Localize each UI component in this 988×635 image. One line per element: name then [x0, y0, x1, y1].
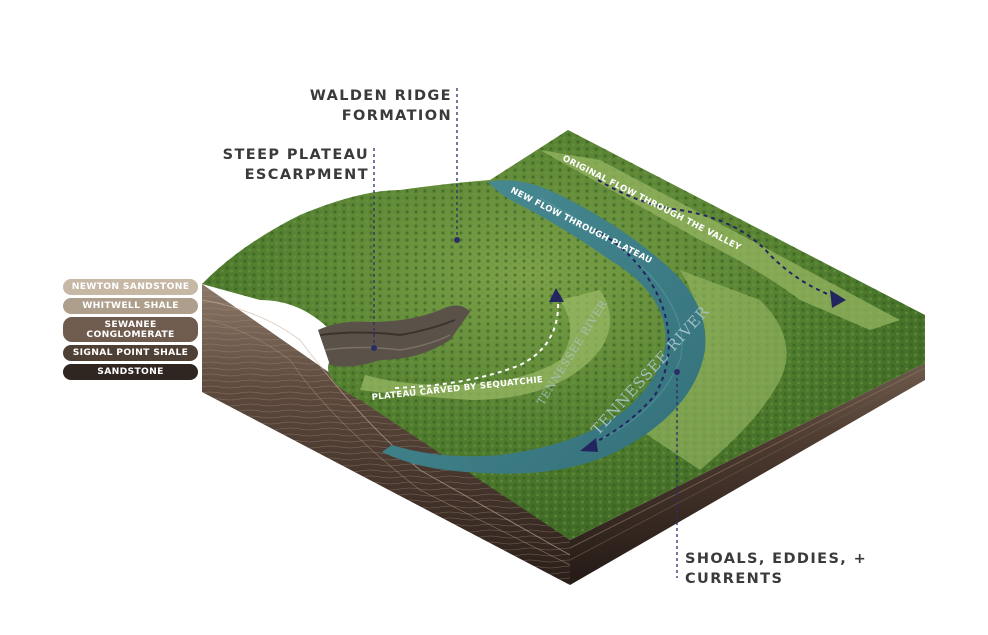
shoals-line-1: SHOALS, EDDIES, + — [685, 549, 885, 569]
shoals-line-2: CURRENTS — [685, 569, 885, 589]
legend-newton-sandstone: NEWTON SANDSTONE — [63, 279, 198, 295]
legend-signal-point-shale: SIGNAL POINT SHALE — [63, 345, 198, 361]
shoals-callout: SHOALS, EDDIES, + CURRENTS — [685, 549, 885, 589]
walden-ridge-line-1: WALDEN RIDGE — [300, 86, 452, 106]
walden-ridge-line-2: FORMATION — [300, 106, 452, 126]
legend-sandstone: SANDSTONE — [63, 364, 198, 380]
walden-ridge-pin — [454, 237, 460, 243]
strata-legend: NEWTON SANDSTONE WHITWELL SHALE SEWANEE … — [63, 279, 198, 383]
escarpment-pin — [371, 345, 377, 351]
legend-whitwell-shale: WHITWELL SHALE — [63, 298, 198, 314]
shoals-pin — [674, 369, 680, 375]
walden-ridge-callout: WALDEN RIDGE FORMATION — [300, 86, 452, 126]
steep-escarpment-callout: STEEP PLATEAU ESCARPMENT — [210, 145, 369, 185]
steep-escarpment-line-2: ESCARPMENT — [210, 165, 369, 185]
legend-sewanee-conglomerate: SEWANEE CONGLOMERATE — [63, 317, 198, 342]
steep-escarpment-line-1: STEEP PLATEAU — [210, 145, 369, 165]
